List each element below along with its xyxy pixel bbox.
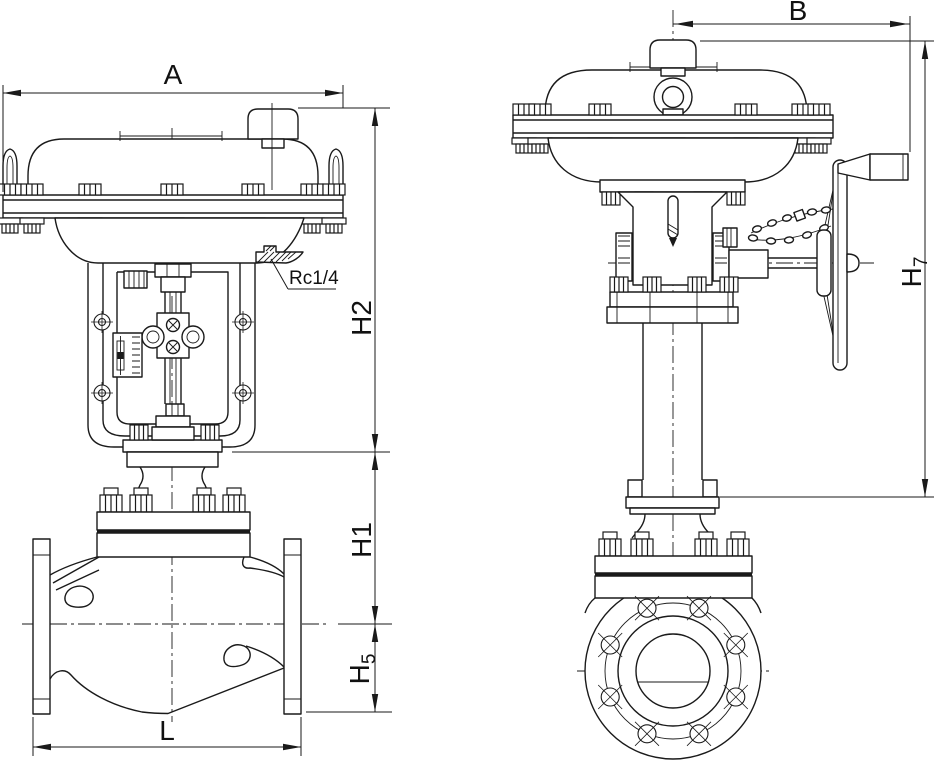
bonnet-flange <box>96 511 251 531</box>
yoke-base-plate <box>122 439 223 453</box>
handwheel-gearbox <box>728 249 769 279</box>
dimension-a: A <box>2 59 344 192</box>
chain-anchor <box>722 227 738 248</box>
dim-label-a: A <box>164 59 183 90</box>
dim-label-h5: H5 <box>344 654 380 685</box>
yoke-top-port <box>123 270 148 289</box>
front-bonnet <box>96 451 251 558</box>
handwheel-hub <box>816 229 832 297</box>
dim-label-h2: H2 <box>346 300 377 336</box>
front-valve-body <box>32 538 302 715</box>
air-port-boss <box>255 245 304 264</box>
side-actuator <box>511 39 834 183</box>
handwheel-rim <box>832 159 848 371</box>
dimension-h7: H7 <box>700 40 934 498</box>
port-label: Rc1/4 <box>289 268 339 289</box>
stem-travel-slot <box>667 195 679 247</box>
dimension-b: B <box>673 0 911 152</box>
dimension-l: L <box>32 715 302 756</box>
lifting-eye <box>653 77 693 117</box>
side-view <box>511 10 909 760</box>
front-actuator <box>0 103 347 264</box>
side-valve-body <box>584 531 762 760</box>
dim-label-h7: H7 <box>896 257 932 288</box>
right-pipe-flange <box>283 538 302 715</box>
dim-label-l: L <box>159 715 175 746</box>
dimension-h-stack: H2 H1 H5 <box>232 107 392 713</box>
crank-handle <box>869 153 909 181</box>
side-handwheel <box>722 153 909 371</box>
travel-indicator-scale <box>112 332 143 378</box>
front-yoke <box>87 263 256 453</box>
side-case-flange <box>512 114 834 139</box>
end-flange-outer <box>584 582 762 760</box>
air-connection-knob <box>247 108 299 140</box>
side-lower-case <box>547 137 799 183</box>
side-column <box>606 276 739 539</box>
side-air-knob <box>649 39 697 69</box>
stem-assembly <box>141 263 205 441</box>
dim-label-h1: H1 <box>346 522 377 558</box>
dim-label-b: B <box>789 0 808 26</box>
chain-links <box>747 206 832 245</box>
case-flange <box>2 194 344 219</box>
port-callout: Rc1/4 <box>270 258 339 290</box>
front-view <box>0 103 347 722</box>
side-yoke <box>599 179 746 286</box>
column-lower-flange <box>625 496 720 509</box>
left-pipe-flange <box>32 538 51 715</box>
diaphragm-lower-case <box>54 217 305 264</box>
